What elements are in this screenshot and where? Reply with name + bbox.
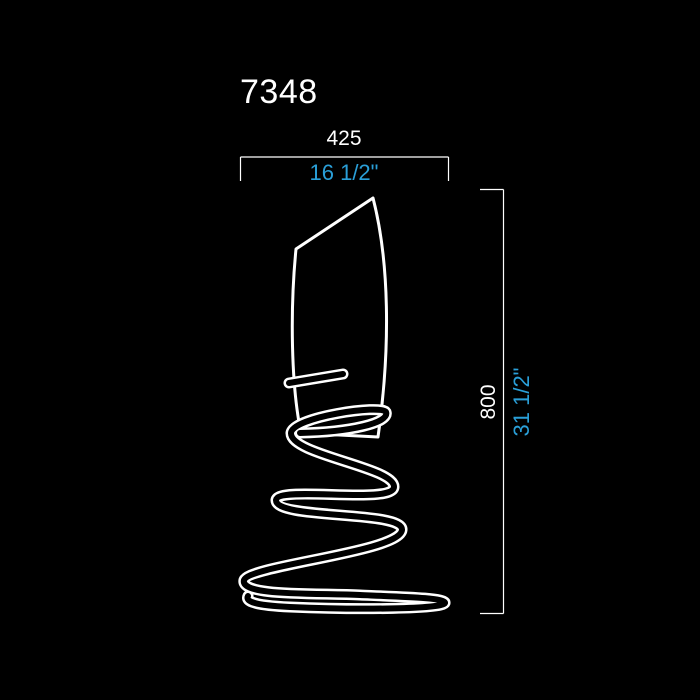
model-number: 7348 [240, 73, 318, 111]
height-dimension-line [480, 188, 505, 615]
shade-handle-rod [283, 368, 349, 389]
height-inch-label: 31 1/2" [509, 367, 534, 437]
width-inch-label: 16 1/2" [309, 160, 379, 185]
width-mm-label: 425 [326, 127, 362, 150]
height-mm-label: 800 [477, 384, 500, 420]
spiral-base [238, 404, 451, 615]
width-dimension-line [239, 156, 450, 181]
lamp-shade [290, 196, 389, 439]
